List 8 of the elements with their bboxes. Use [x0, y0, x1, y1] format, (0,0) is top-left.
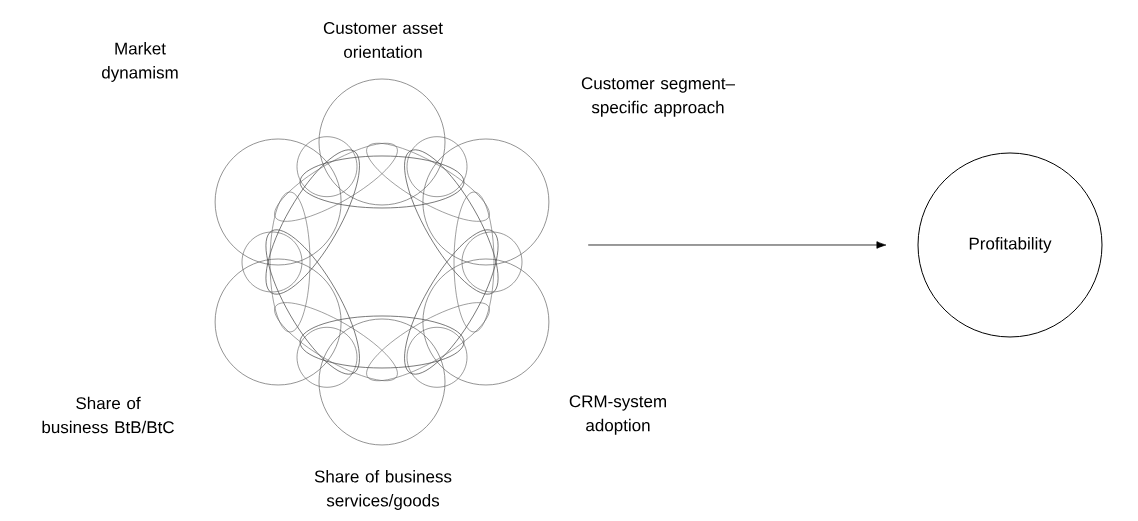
knot-drawing [214, 78, 550, 446]
factor-label: Market dynamism [102, 42, 178, 82]
factor-label: CRM-system adoption [569, 395, 666, 435]
arrow [587, 241, 887, 249]
factor-label: Customer asset orientation [323, 21, 443, 58]
factor-label: Share of business services/goods [314, 470, 452, 510]
factor-label: Share of business BtB/BtC [42, 396, 174, 434]
factor-label: Customer segment–specific approach [581, 77, 735, 117]
